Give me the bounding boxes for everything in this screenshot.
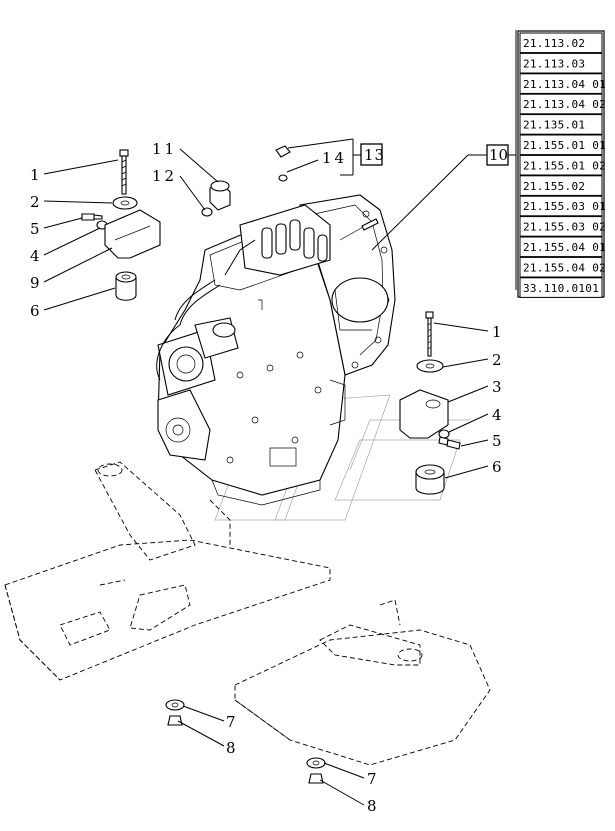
reference-table: 21.113.02 21.113.03 21.113.04 01 21.113.04 … [517,30,606,298]
reference-cell [519,52,603,74]
callout-left-4: 4 [30,247,40,265]
callout-left-2: 2 [30,193,40,211]
callouts-right: 1 2 3 4 5 6 [492,323,502,476]
reference-code: 21.155.01 01 [523,139,606,152]
reference-code: 21.113.02 [523,37,585,50]
reference-cell [519,256,603,278]
callout-right-5: 5 [492,432,502,450]
reference-code: 21.155.01 02 [523,159,606,172]
callout-bottom-8a: 8 [226,739,236,757]
callout-bottom-7a: 7 [226,713,236,731]
callout-bottom-7b: 7 [367,770,377,788]
reference-code: 21.155.04 01 [523,241,606,254]
group-box: 13 [360,143,385,166]
group-box-label: 13 [364,146,385,164]
leader-lines [43,30,517,806]
reference-cell [519,277,603,298]
bottom-hardware [165,699,326,784]
callout-top-14: 14 [322,149,347,167]
reference-code: 33.110.0101 [523,282,599,295]
callout-right-1: 1 [492,323,502,341]
callout-left-9: 9 [30,274,40,292]
housing-box: 10 [486,144,509,166]
callout-bottom-8b: 8 [367,797,377,815]
housing-box-label: 10 [489,146,508,164]
reference-code: 21.135.01 [523,119,585,132]
callouts-left: 1 2 5 4 9 6 [30,166,40,320]
reference-code: 21.113.04 01 [523,78,606,91]
callout-right-3: 3 [492,378,502,396]
reference-cell [519,32,603,54]
right-parts [399,311,461,495]
reference-cell [519,154,603,176]
reference-cell [519,216,603,237]
callout-right-4: 4 [492,406,502,424]
callouts-bottom: 7 8 7 8 [226,713,377,815]
reference-code: 21.155.03 01 [523,200,606,213]
reference-cell [519,134,603,156]
callout-top-11: 11 [152,140,177,158]
reference-code: 21.155.03 02 [523,221,606,234]
reference-cell [519,236,603,258]
reference-code: 21.155.04 02 [523,261,606,274]
left-parts [81,145,379,301]
reference-code: 21.113.03 [523,57,585,70]
callout-right-2: 2 [492,351,502,369]
callout-right-6: 6 [492,458,502,476]
reference-code: 21.155.02 [523,180,585,193]
callout-left-1: 1 [30,166,40,184]
callout-top-12: 12 [152,167,177,185]
reference-cell [519,175,603,196]
reference-cell [519,73,603,94]
reference-cell [519,195,603,217]
transmission-housing [156,194,396,506]
chassis-frame [4,461,491,766]
callout-left-6: 6 [30,302,40,320]
reference-code: 21.113.04 02 [523,98,606,111]
callouts-top: 11 12 14 [152,140,347,185]
reference-cell [519,114,603,135]
reference-cell [519,93,603,115]
callout-left-5: 5 [30,220,40,238]
